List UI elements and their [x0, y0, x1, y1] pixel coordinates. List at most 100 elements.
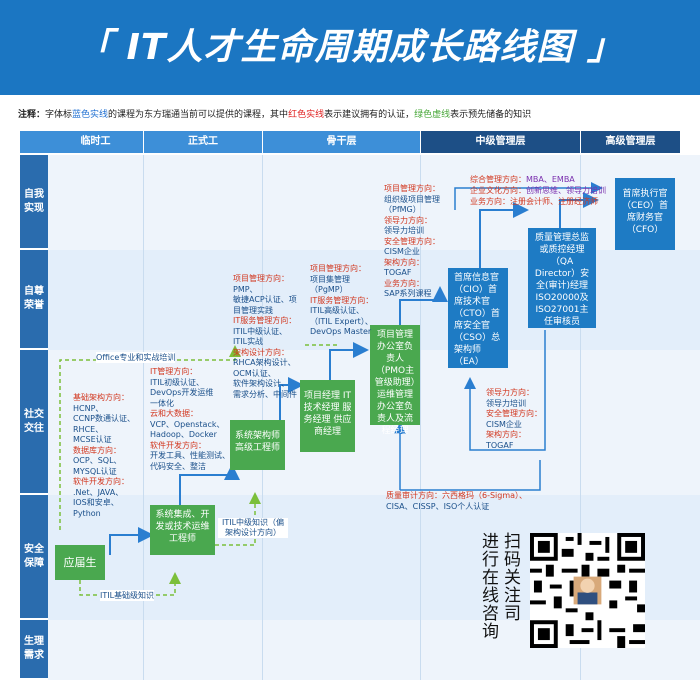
- arrow-grad-to-sysint: [109, 527, 154, 555]
- row-label-self-actualization: 自我实现: [20, 155, 48, 250]
- box-system-engineer: 系统集成、开发或技术运维工程师: [150, 505, 215, 555]
- arrow-audit-line: [400, 460, 541, 491]
- row-label-esteem: 自尊荣誉: [20, 250, 48, 350]
- box-graduate: 应届生: [55, 545, 105, 580]
- skills-heading: 项目管理方向：: [310, 264, 366, 273]
- skill-item: 领导力培训: [486, 398, 526, 408]
- skill-item: 代码安全、整洁: [150, 461, 206, 471]
- legend-note: 注释：字体标蓝色实线的课程为东方瑞通当前可以提供的课程，其中红色实线表示建议拥有…: [18, 107, 688, 120]
- row-band-3: [20, 350, 700, 495]
- skills-heading: 项目管理方向：: [384, 184, 440, 193]
- row-label-text: 安全保障: [24, 543, 44, 569]
- row-label-social: 社交交往: [20, 350, 48, 495]
- skill-item: ITIL初级认证、: [150, 377, 205, 387]
- skills-backbone-2: 项目管理方向： 项目集管理 （PgMP） IT服务管理方向： ITIL高级认证、…: [310, 264, 373, 338]
- skill-item: .Net、JAVA、: [73, 487, 124, 497]
- skill-item: 目管理实践: [233, 305, 273, 315]
- qr-caption-1: 扫码关注司: [500, 532, 520, 622]
- arrow-cio-to-ceo: [454, 182, 603, 210]
- note-blue: 蓝色实线: [72, 110, 109, 120]
- skill-item: MCSE认证: [73, 435, 112, 444]
- skills-heading: IT服务管理方向：: [233, 316, 297, 325]
- col-divider: [262, 155, 263, 680]
- label-itil-basic: ITIL基础级知识: [100, 590, 155, 601]
- skills-heading: IT服务管理方向：: [310, 295, 374, 305]
- label-itil-mid: ITIL中级知识（偏架构设计方向）: [218, 518, 288, 538]
- skill-item: PMP、: [233, 284, 258, 294]
- skills-heading: 综合管理方向：: [470, 175, 526, 184]
- skill-item: 开发工具、性能测试、: [150, 451, 230, 460]
- skill-item: ITIL实战: [233, 337, 264, 346]
- skill-item: 注册会计师、注册经济师: [510, 197, 598, 206]
- note-text-4: 表示预先储备的知识: [450, 110, 532, 120]
- skill-item: CISA、CISSP、ISO个人认证: [386, 501, 490, 511]
- arrow-cio-to-qa: [479, 202, 529, 270]
- row-label-text: 生理需求: [24, 636, 44, 661]
- skills-middle-mgmt: 综合管理方向：MBA、EMBA 企业文化方向：创新思维、领导力培训 业务方向：注…: [470, 174, 606, 207]
- skill-item: TOGAF: [486, 440, 514, 450]
- skill-item: MYSQL认证: [73, 466, 117, 476]
- skills-heading: 软件开发方向：: [73, 477, 129, 486]
- skill-item: 领导力培训: [384, 226, 424, 235]
- skill-item: MBA、EMBA: [526, 175, 575, 184]
- qr-code[interactable]: [530, 533, 645, 648]
- skill-item: 敏捷ACP认证、项: [233, 295, 297, 304]
- skills-heading: 企业文化方向：: [470, 186, 526, 195]
- skill-item: RHCA架构设计、: [233, 358, 296, 367]
- col-divider: [420, 155, 421, 680]
- skills-heading: 架构方向：: [384, 257, 424, 267]
- skill-item: （PgMP）: [310, 285, 348, 294]
- skill-item: SAP系列课程: [384, 289, 432, 298]
- note-prefix: 注释：: [18, 110, 46, 120]
- skill-item: CISM企业: [486, 419, 522, 429]
- skill-item: CCNP数通认证、: [73, 414, 135, 423]
- skill-item: （ITIL Expert）、: [310, 316, 373, 326]
- skills-backbone-1: 项目管理方向： PMP、 敏捷ACP认证、项 目管理实践 IT服务管理方向： I…: [233, 274, 297, 400]
- skill-item: OCP、SQL、: [73, 456, 122, 465]
- skills-heading: 领导力方向：: [486, 388, 534, 397]
- skills-heading: 安全管理方向：: [384, 236, 440, 246]
- col-divider: [580, 155, 581, 680]
- col-header-temp: 临时工: [48, 131, 143, 153]
- skill-item: HCNP、: [73, 403, 104, 413]
- col-header-corner: [20, 131, 48, 153]
- label-office-training: Office专业和实战培训: [96, 352, 176, 363]
- box-qa-director: 质量管理总监或质控经理（QA Director）安全(审计)经理 ISO2000…: [528, 228, 596, 328]
- skill-item: Python: [73, 508, 101, 518]
- page-title: 「 IT人才生命周期成长路线图 」: [75, 27, 625, 68]
- skill-item: ITIL高级认证、: [310, 306, 365, 315]
- skills-backbone-3: 项目管理方向： 组织级项目管理 （PfMG） 领导力方向： 领导力培训 安全管理…: [384, 184, 440, 300]
- skills-heading: 领导力方向：: [384, 215, 432, 225]
- box-pmo-lead: 项目管理办公室负责人（PMO主管级助理）运维管理办公室负责人及流程经理: [370, 325, 420, 436]
- box-ceo: 首席执行官（CEO）首席财务官（CFO）: [615, 178, 675, 250]
- col-header-senior-mgmt: 高级管理层: [581, 131, 680, 153]
- skill-item: RHCE、: [73, 424, 104, 434]
- skills-heading: 架构设计方向：: [233, 347, 289, 357]
- skills-heading: 云和大数据：: [150, 409, 198, 418]
- skill-item: DevOps Master: [310, 327, 372, 336]
- dash-itil-basic: [79, 572, 181, 596]
- skills-heading: 架构方向：: [486, 430, 526, 439]
- row-label-text: 自尊荣誉: [24, 286, 44, 311]
- row-label-physiological: 生理需求: [20, 620, 48, 680]
- note-green: 绿色虚线: [414, 110, 451, 120]
- row-label-text: 社交交往: [24, 408, 44, 434]
- arrow-qa-loop: [464, 330, 546, 451]
- skill-item: CISM企业: [384, 247, 420, 256]
- col-header-middle-mgmt: 中级管理层: [421, 131, 580, 153]
- skill-item: Hadoop、Docker: [150, 430, 217, 439]
- skill-item: TOGAF: [384, 268, 412, 277]
- skills-heading: 项目管理方向：: [233, 274, 289, 283]
- row-label-safety: 安全保障: [20, 495, 48, 620]
- note-text-1: 字体标: [45, 110, 73, 120]
- col-divider: [143, 155, 144, 680]
- skill-item: 组织级项目管理: [384, 194, 440, 204]
- arrow-pmo-to-cio: [399, 286, 448, 325]
- skills-temp: 基础架构方向： HCNP、 CCNP数通认证、 RHCE、 MCSE认证 数据库…: [73, 393, 135, 519]
- row-label-text: 自我实现: [24, 188, 44, 214]
- skills-heading: 质量审计方向：六西格玛（6-Sigma）、: [386, 491, 528, 500]
- arrow-qa-to-ceo: [559, 192, 599, 230]
- skills-heading: 业务方向：: [384, 278, 424, 288]
- skills-audit: 质量审计方向：六西格玛（6-Sigma）、 CISA、CISSP、ISO个人认证: [386, 491, 527, 512]
- col-header-regular: 正式工: [144, 131, 262, 153]
